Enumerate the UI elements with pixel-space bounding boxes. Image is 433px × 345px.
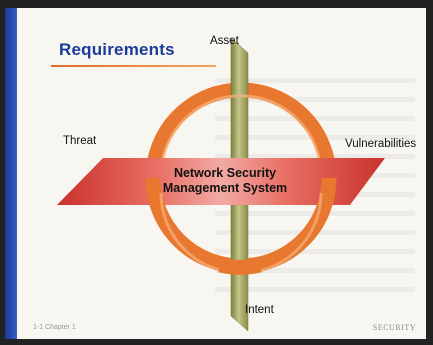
slide-side-bar [5, 8, 17, 339]
label-asset: Asset [210, 35, 239, 47]
slide-footer-right: SECURITY [372, 323, 416, 332]
threat-vulnerability-plane [57, 158, 385, 205]
presentation-slide: Requirements [5, 8, 426, 339]
center-label-line2: Management System [162, 181, 288, 195]
label-vulnerabilities: Vulnerabilities [345, 138, 417, 150]
center-label-line1: Network Security [173, 166, 277, 180]
center-label: Network Security Management System [145, 166, 305, 196]
label-intent: Intent [245, 304, 274, 316]
label-threat: Threat [63, 135, 97, 147]
ring-highlight-back [161, 94, 321, 159]
ring-front-over [218, 257, 262, 275]
heading-underline [51, 65, 216, 67]
slide-heading: Requirements [59, 40, 175, 59]
slide-footer-left: 1-1 Chapter 1 [33, 324, 76, 331]
security-diagram [57, 37, 385, 332]
